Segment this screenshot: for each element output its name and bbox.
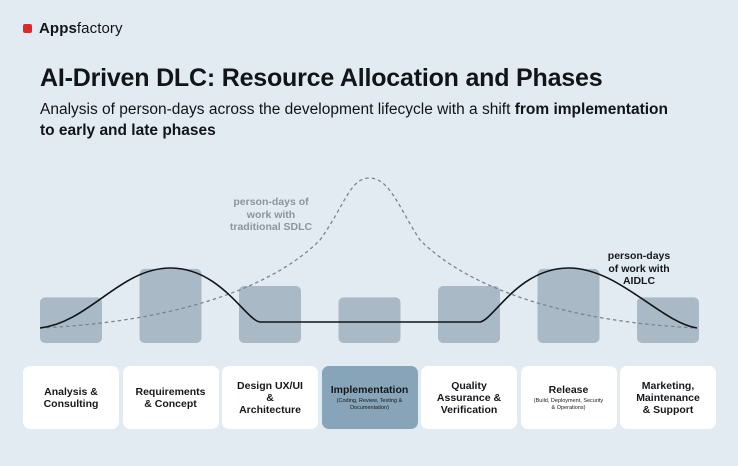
phase-label: Implementation (330, 384, 409, 396)
phase-label: Analysis & Consulting (43, 385, 99, 410)
page-title: AI-Driven DLC: Resource Allocation and P… (40, 64, 603, 92)
aidlc-label: person-days of work with AIDLC (607, 250, 671, 287)
phase-card: Release (Build, Deployment, Security & Op… (520, 366, 617, 429)
phase-sublabel: (Coding, Review, Testing & Documentation… (336, 398, 403, 411)
phase-card: Implementation (Coding, Review, Testing &… (321, 366, 418, 429)
phase-label: Marketing, Maintenance & Support (636, 379, 700, 416)
brand-name: Appsfactory (39, 20, 123, 37)
brand-logo: Appsfactory (23, 20, 123, 37)
phase-bar (537, 268, 600, 343)
phase-label: Design UX/UI & Architecture (237, 379, 303, 416)
phase-card: Analysis & Consulting (23, 366, 119, 429)
phase-cards: Analysis & Consulting Requirements & Conc… (23, 366, 716, 429)
brand-name-strong: Apps (39, 20, 77, 37)
page-subtitle: Analysis of person-days across the devel… (40, 99, 680, 141)
traditional-sdlc-curve (39, 177, 698, 329)
phase-bar (637, 297, 699, 343)
phase-card: Quality Assurance & Verification (421, 366, 517, 429)
aidlc-curve (39, 267, 698, 329)
traditional-sdlc-label: person-days of work with traditional SDL… (229, 196, 313, 233)
phase-bar (338, 297, 401, 343)
phase-bar (139, 268, 202, 343)
phase-bar (438, 286, 500, 343)
subtitle-emphasis: from implementation to early and late ph… (40, 101, 668, 139)
brand-name-light: factory (76, 20, 123, 37)
phase-label: Requirements & Concept (135, 385, 206, 410)
phase-bar (239, 286, 301, 343)
phase-label: Quality Assurance & Verification (436, 379, 502, 416)
phase-label: Release (548, 384, 589, 396)
phase-card: Requirements & Concept (122, 366, 219, 429)
phase-sublabel: (Build, Deployment, Security & Operation… (533, 398, 604, 411)
phase-card: Design UX/UI & Architecture (222, 366, 318, 429)
subtitle-text: Analysis of person-days across the devel… (40, 101, 515, 118)
brand-square-icon (23, 24, 32, 33)
phase-card: Marketing, Maintenance & Support (620, 366, 716, 429)
